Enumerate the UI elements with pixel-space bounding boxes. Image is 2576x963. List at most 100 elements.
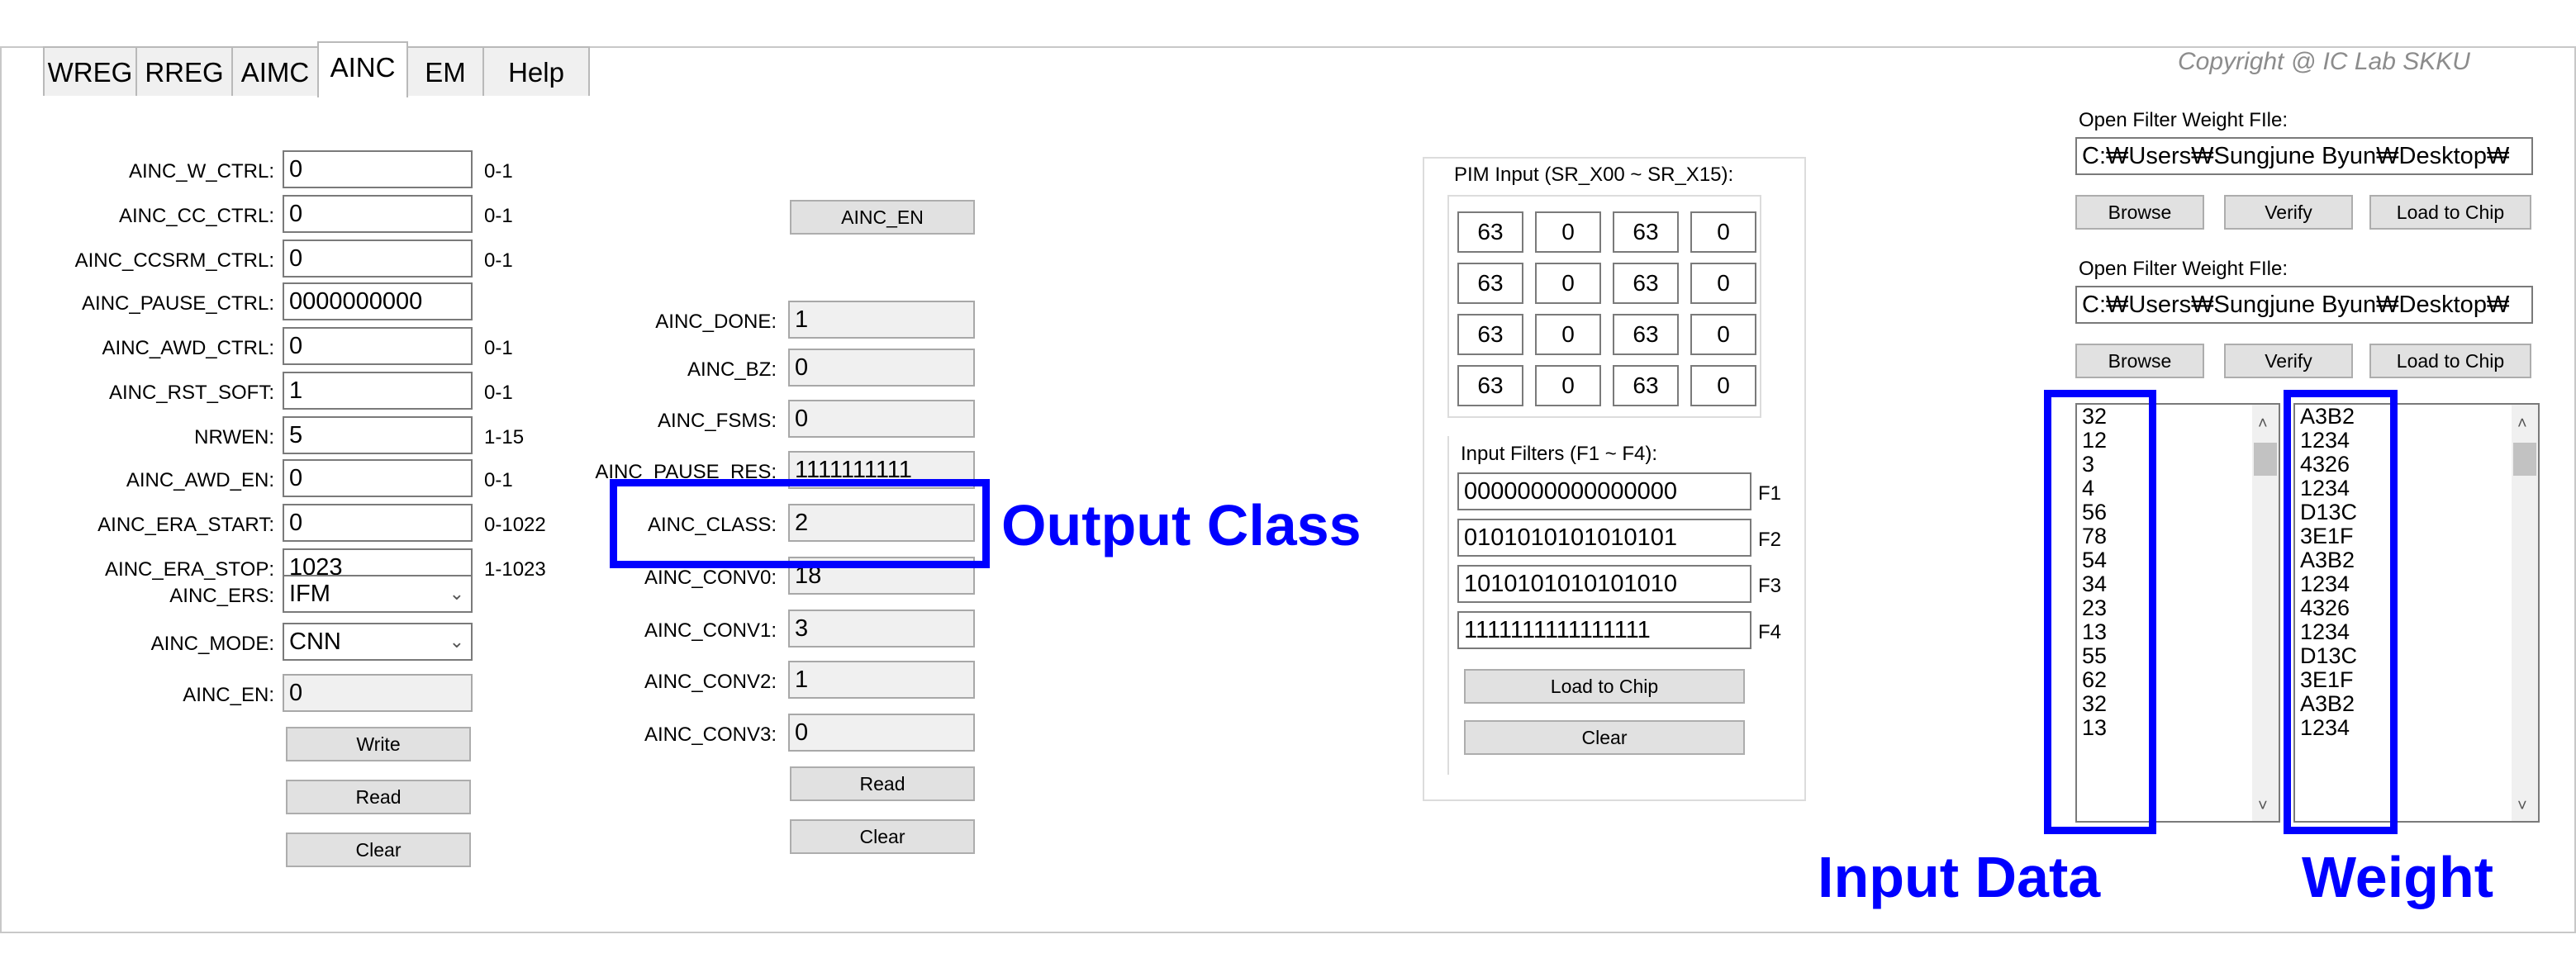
pim-input-cell[interactable]: 63 [1457,211,1523,253]
register-input[interactable]: 0 [283,195,473,233]
pim-input-cell[interactable]: 0 [1535,314,1601,355]
browse-button[interactable]: Browse [2075,195,2204,230]
tab-aimc[interactable]: AIMC [231,46,319,96]
status-read-button[interactable]: Read [790,766,975,801]
filter-input[interactable]: 0000000000000000 [1457,472,1751,510]
input-data-item[interactable]: 3 [2082,452,2095,477]
register-input[interactable]: 1 [283,372,473,410]
write-button[interactable]: Write [286,727,471,761]
weight-item[interactable]: 3E1F [2300,524,2354,548]
weight-item[interactable]: 1234 [2300,572,2350,596]
status-value-field[interactable]: 2 [788,504,975,542]
weight-item[interactable]: D13C [2300,500,2358,524]
tab-em[interactable]: EM [406,46,484,96]
status-value-field[interactable]: 0 [788,400,975,438]
field-label: AINC_PAUSE_CTRL: [82,292,274,315]
read-button[interactable]: Read [286,780,471,814]
weight-item[interactable]: A3B2 [2300,404,2355,429]
scroll-thumb[interactable] [2254,443,2277,476]
verify-button[interactable]: Verify [2224,344,2353,378]
input-data-item[interactable]: 23 [2082,595,2108,620]
register-input[interactable]: 0 [283,504,473,542]
input-list-scrollbar[interactable]: ˄ ˅ [2252,405,2279,821]
input-data-item[interactable]: 34 [2082,572,2108,596]
pim-input-cell[interactable]: 63 [1457,314,1523,355]
input-data-item[interactable]: 32 [2082,404,2108,429]
pim-input-cell[interactable]: 63 [1457,263,1523,304]
status-value-field[interactable]: 0 [788,714,975,752]
en-field[interactable]: 0 [283,674,473,712]
status-value-field[interactable]: 1 [788,301,975,339]
tab-rreg[interactable]: RREG [135,46,233,96]
weight-list-scrollbar[interactable]: ˄ ˅ [2512,405,2538,821]
input-data-item[interactable]: 62 [2082,667,2108,692]
pim-input-cell[interactable]: 0 [1535,211,1601,253]
load-to-chip-button[interactable]: Load to Chip [2369,195,2531,230]
pim-input-cell[interactable]: 0 [1690,263,1756,304]
tab-help[interactable]: Help [482,46,590,96]
filter-input[interactable]: 1010101010101010 [1457,565,1751,603]
register-input[interactable]: 0000000000 [283,282,473,320]
status-value-field[interactable]: 1 [788,661,975,699]
register-input[interactable]: 5 [283,416,473,454]
scroll-down-icon[interactable]: ˅ [2517,797,2527,815]
scroll-up-icon[interactable]: ˄ [2517,415,2527,433]
pim-input-cell[interactable]: 63 [1613,314,1679,355]
filter-input[interactable]: 0101010101010101 [1457,519,1751,557]
pim-input-cell[interactable]: 63 [1613,365,1679,406]
pim-input-cell[interactable]: 0 [1535,263,1601,304]
register-input[interactable]: 0 [283,327,473,365]
pim-clear-button[interactable]: Clear [1464,720,1745,755]
file-path-input[interactable]: C:₩Users₩Sungjune Byun₩Desktop₩ [2075,286,2533,324]
input-data-item[interactable]: 78 [2082,524,2108,548]
input-data-item[interactable]: 32 [2082,691,2108,716]
pim-input-cell[interactable]: 63 [1613,211,1679,253]
status-value-field[interactable]: 3 [788,610,975,648]
scroll-thumb[interactable] [2513,443,2536,476]
weight-item[interactable]: 4326 [2300,452,2350,477]
weight-item[interactable]: 1234 [2300,619,2350,644]
verify-button[interactable]: Verify [2224,195,2353,230]
input-data-item[interactable]: 55 [2082,643,2108,668]
status-value-field[interactable]: 0 [788,349,975,387]
weight-item[interactable]: A3B2 [2300,691,2355,716]
status-clear-button[interactable]: Clear [790,819,975,854]
register-input[interactable]: 0 [283,150,473,188]
scroll-down-icon[interactable]: ˅ [2258,797,2268,815]
weight-item[interactable]: A3B2 [2300,548,2355,572]
register-input[interactable]: 0 [283,240,473,278]
weight-item[interactable]: 4326 [2300,595,2350,620]
pim-input-cell[interactable]: 63 [1457,365,1523,406]
pim-input-cell[interactable]: 0 [1690,314,1756,355]
clear-button[interactable]: Clear [286,833,471,867]
input-data-item[interactable]: 54 [2082,548,2108,572]
pim-load-button[interactable]: Load to Chip [1464,669,1745,704]
pim-input-cell[interactable]: 0 [1690,365,1756,406]
input-data-item[interactable]: 4 [2082,476,2095,500]
ers-select[interactable]: IFM ⌄ [283,575,473,613]
input-data-item[interactable]: 13 [2082,619,2108,644]
pim-input-cell[interactable]: 0 [1535,365,1601,406]
scroll-up-icon[interactable]: ˄ [2258,415,2268,433]
browse-button[interactable]: Browse [2075,344,2204,378]
ainc-en-button[interactable]: AINC_EN [790,200,975,235]
weight-item[interactable]: 3E1F [2300,667,2354,692]
pim-input-cell[interactable]: 63 [1613,263,1679,304]
tab-wreg[interactable]: WREG [43,46,137,96]
filter-input[interactable]: 1111111111111111 [1457,611,1751,649]
file-path-input[interactable]: C:₩Users₩Sungjune Byun₩Desktop₩ [2075,137,2533,175]
mode-select[interactable]: CNN ⌄ [283,623,473,661]
input-data-item[interactable]: 56 [2082,500,2108,524]
load-to-chip-button[interactable]: Load to Chip [2369,344,2531,378]
input-data-item[interactable]: 12 [2082,428,2108,453]
weight-item[interactable]: 1234 [2300,476,2350,500]
weight-item[interactable]: 1234 [2300,428,2350,453]
weight-item[interactable]: D13C [2300,643,2358,668]
weight-item[interactable]: 1234 [2300,715,2350,740]
input-data-item[interactable]: 13 [2082,715,2108,740]
register-input[interactable]: 0 [283,459,473,497]
tab-ainc[interactable]: AINC [317,41,408,97]
pim-input-cell[interactable]: 0 [1690,211,1756,253]
